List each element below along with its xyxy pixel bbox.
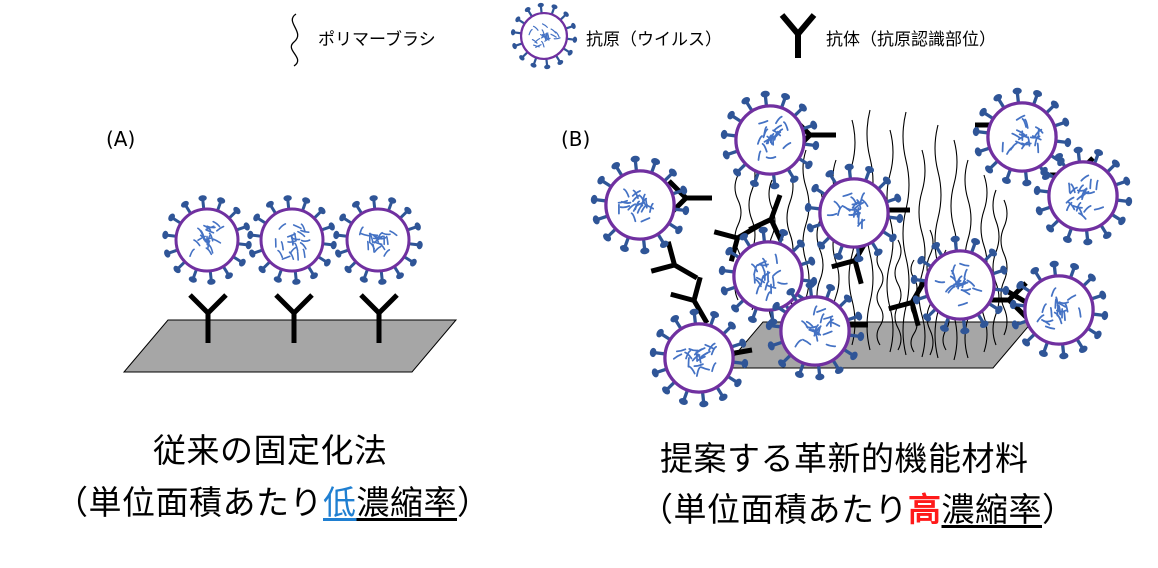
virus-icon xyxy=(510,2,578,70)
virus-b-10 xyxy=(1009,260,1109,360)
virus-a-1 xyxy=(162,195,252,285)
caption-a-close: ） xyxy=(457,483,491,522)
caption-b-close: ） xyxy=(1042,490,1076,529)
caption-b-subtitle: （単位面積あたり高濃縮率） xyxy=(640,483,1076,531)
caption-b-high: 高 xyxy=(908,490,942,529)
virus-b-3 xyxy=(804,163,904,263)
caption-a-title: 従来の固定化法 xyxy=(153,431,388,470)
virus-a-2 xyxy=(247,195,337,285)
virus-b-8 xyxy=(1033,146,1133,246)
legend-brush-label: ポリマーブラシ xyxy=(318,30,436,50)
caption-a-subtitle: （単位面積あたり低濃縮率） xyxy=(55,476,491,524)
virus-a-3 xyxy=(333,195,423,285)
virus-b-2 xyxy=(590,155,690,255)
caption-b-rate: 濃縮率 xyxy=(941,490,1042,529)
virus-b-7 xyxy=(972,87,1072,187)
substrate-a xyxy=(122,319,458,373)
legend-antigen-label: 抗原（ウイルス） xyxy=(586,30,722,50)
virus-b-5 xyxy=(765,281,865,381)
virus-b-1 xyxy=(720,90,820,190)
caption-b-title: 提案する革新的機能材料 xyxy=(660,439,1029,478)
virus-b-4 xyxy=(718,226,818,326)
virus-b-9 xyxy=(910,235,1010,335)
antibody-icon xyxy=(779,13,817,58)
legend-antibody-label: 抗体（抗原認識部位） xyxy=(826,30,996,50)
panel-b-label: (B) xyxy=(561,127,591,151)
virus-b-6 xyxy=(649,308,749,408)
caption-a-low: 低 xyxy=(323,483,357,522)
caption-a-open: （単位面積あたり xyxy=(55,483,323,522)
caption-b-open: （単位面積あたり xyxy=(640,490,908,529)
panel-a-label: (A) xyxy=(106,127,136,151)
caption-a-rate: 濃縮率 xyxy=(356,483,457,522)
polymer-brush-icon xyxy=(290,13,299,67)
